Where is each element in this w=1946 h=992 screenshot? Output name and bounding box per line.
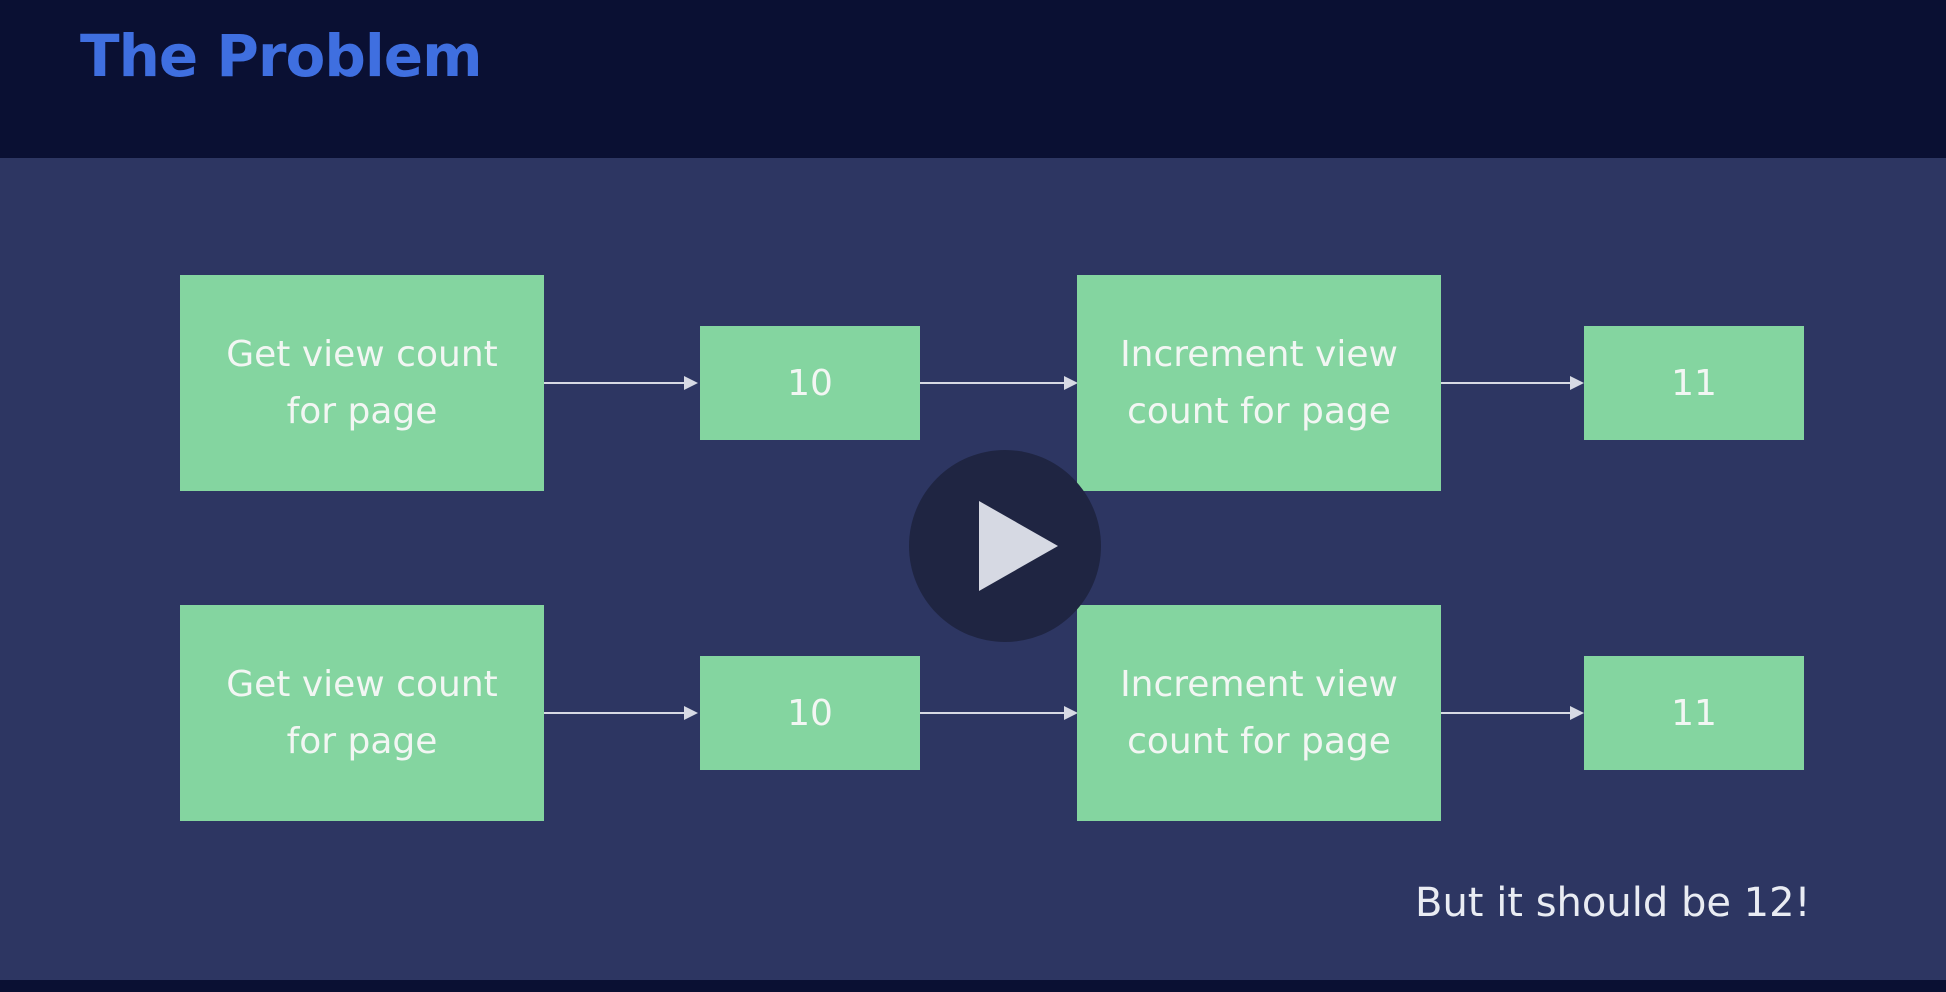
box-label-line: count for page	[1127, 391, 1391, 432]
get-view-count-box-2: Get view count for page	[180, 605, 544, 821]
slide-header: The Problem	[0, 0, 1946, 158]
value-label: 11	[1671, 692, 1717, 734]
value-box-11-row-2: 11	[1584, 656, 1804, 770]
value-box-10-row-2: 10	[700, 656, 920, 770]
box-label-line: for page	[286, 721, 438, 762]
increment-view-count-box-2: Increment view count for page	[1077, 605, 1441, 821]
bottom-bar	[0, 980, 1946, 992]
play-icon	[979, 501, 1058, 591]
arrow-connector	[544, 376, 698, 390]
increment-view-count-box-1: Increment view count for page	[1077, 275, 1441, 491]
get-view-count-box-1: Get view count for page	[180, 275, 544, 491]
value-label: 11	[1671, 362, 1717, 404]
value-label: 10	[787, 362, 833, 404]
box-label-line: Get view count	[226, 664, 498, 705]
box-label-line: Increment view	[1120, 334, 1398, 375]
value-box-11-row-1: 11	[1584, 326, 1804, 440]
arrow-connector	[544, 706, 698, 720]
arrow-connector	[1441, 706, 1584, 720]
note-text: But it should be 12!	[1415, 880, 1811, 926]
slide-title: The Problem	[80, 22, 483, 90]
value-box-10-row-1: 10	[700, 326, 920, 440]
box-label-line: for page	[286, 391, 438, 432]
box-label-line: Get view count	[226, 334, 498, 375]
box-label-line: Increment view	[1120, 664, 1398, 705]
arrow-connector	[1441, 376, 1584, 390]
value-label: 10	[787, 692, 833, 734]
box-label-line: count for page	[1127, 721, 1391, 762]
arrow-connector	[920, 376, 1078, 390]
arrow-connector	[920, 706, 1078, 720]
play-button[interactable]	[909, 450, 1101, 642]
